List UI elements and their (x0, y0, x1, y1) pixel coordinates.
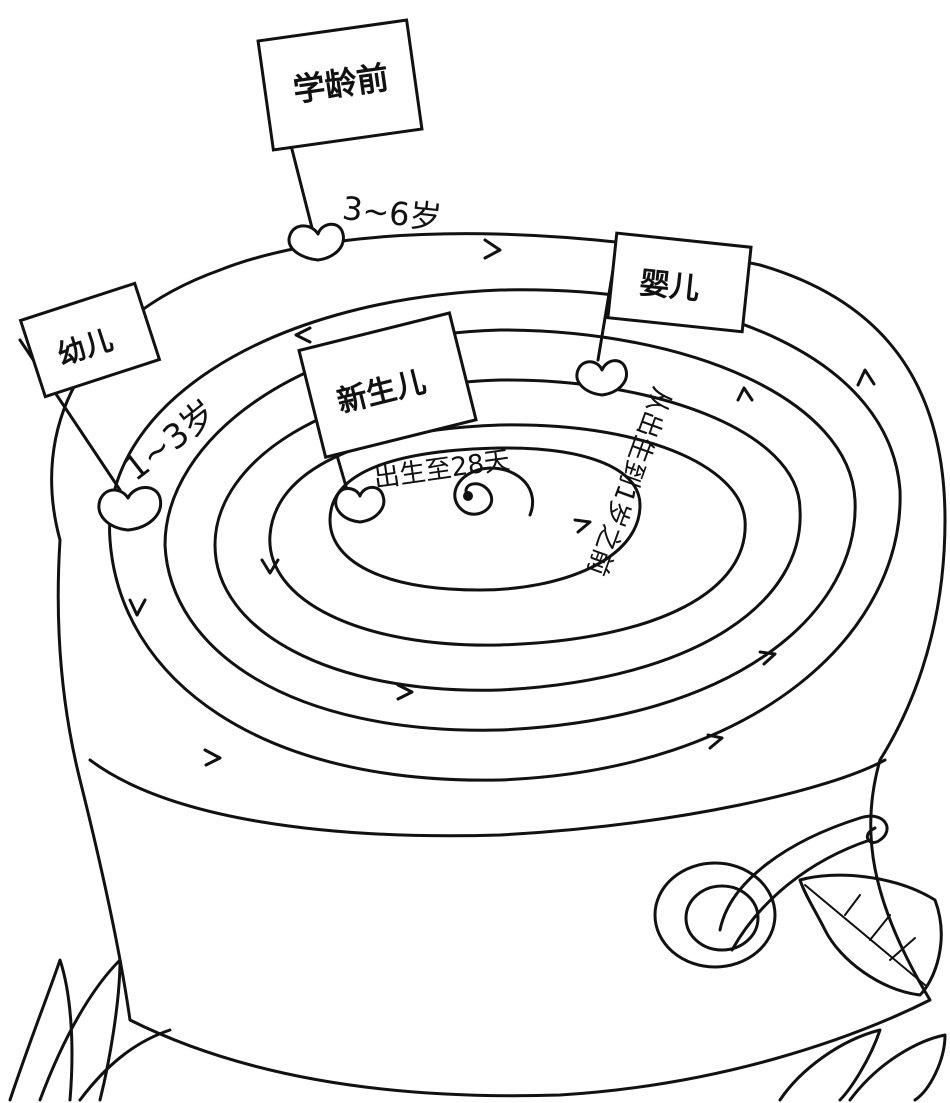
sprout-decoration (653, 814, 943, 997)
direction-arrows (128, 238, 876, 767)
flag-toddler: 幼儿 1~3岁 (18, 281, 224, 532)
tree-rings (108, 288, 902, 782)
stage-age-preschool: 3~6岁 (340, 189, 443, 237)
tree-stump (50, 232, 947, 1098)
grass-left (8, 958, 172, 1102)
stage-age-infant: 从出生到1岁之前 (581, 383, 677, 580)
grass-right (778, 1028, 947, 1102)
flag-infant: 婴儿 从出生到1岁之前 (575, 231, 753, 580)
stage-label-infant: 婴儿 (638, 266, 701, 307)
flag-newborn: 新生儿 出生至28天 (297, 311, 512, 524)
flag-preschool: 学龄前 3~6岁 (256, 18, 443, 262)
